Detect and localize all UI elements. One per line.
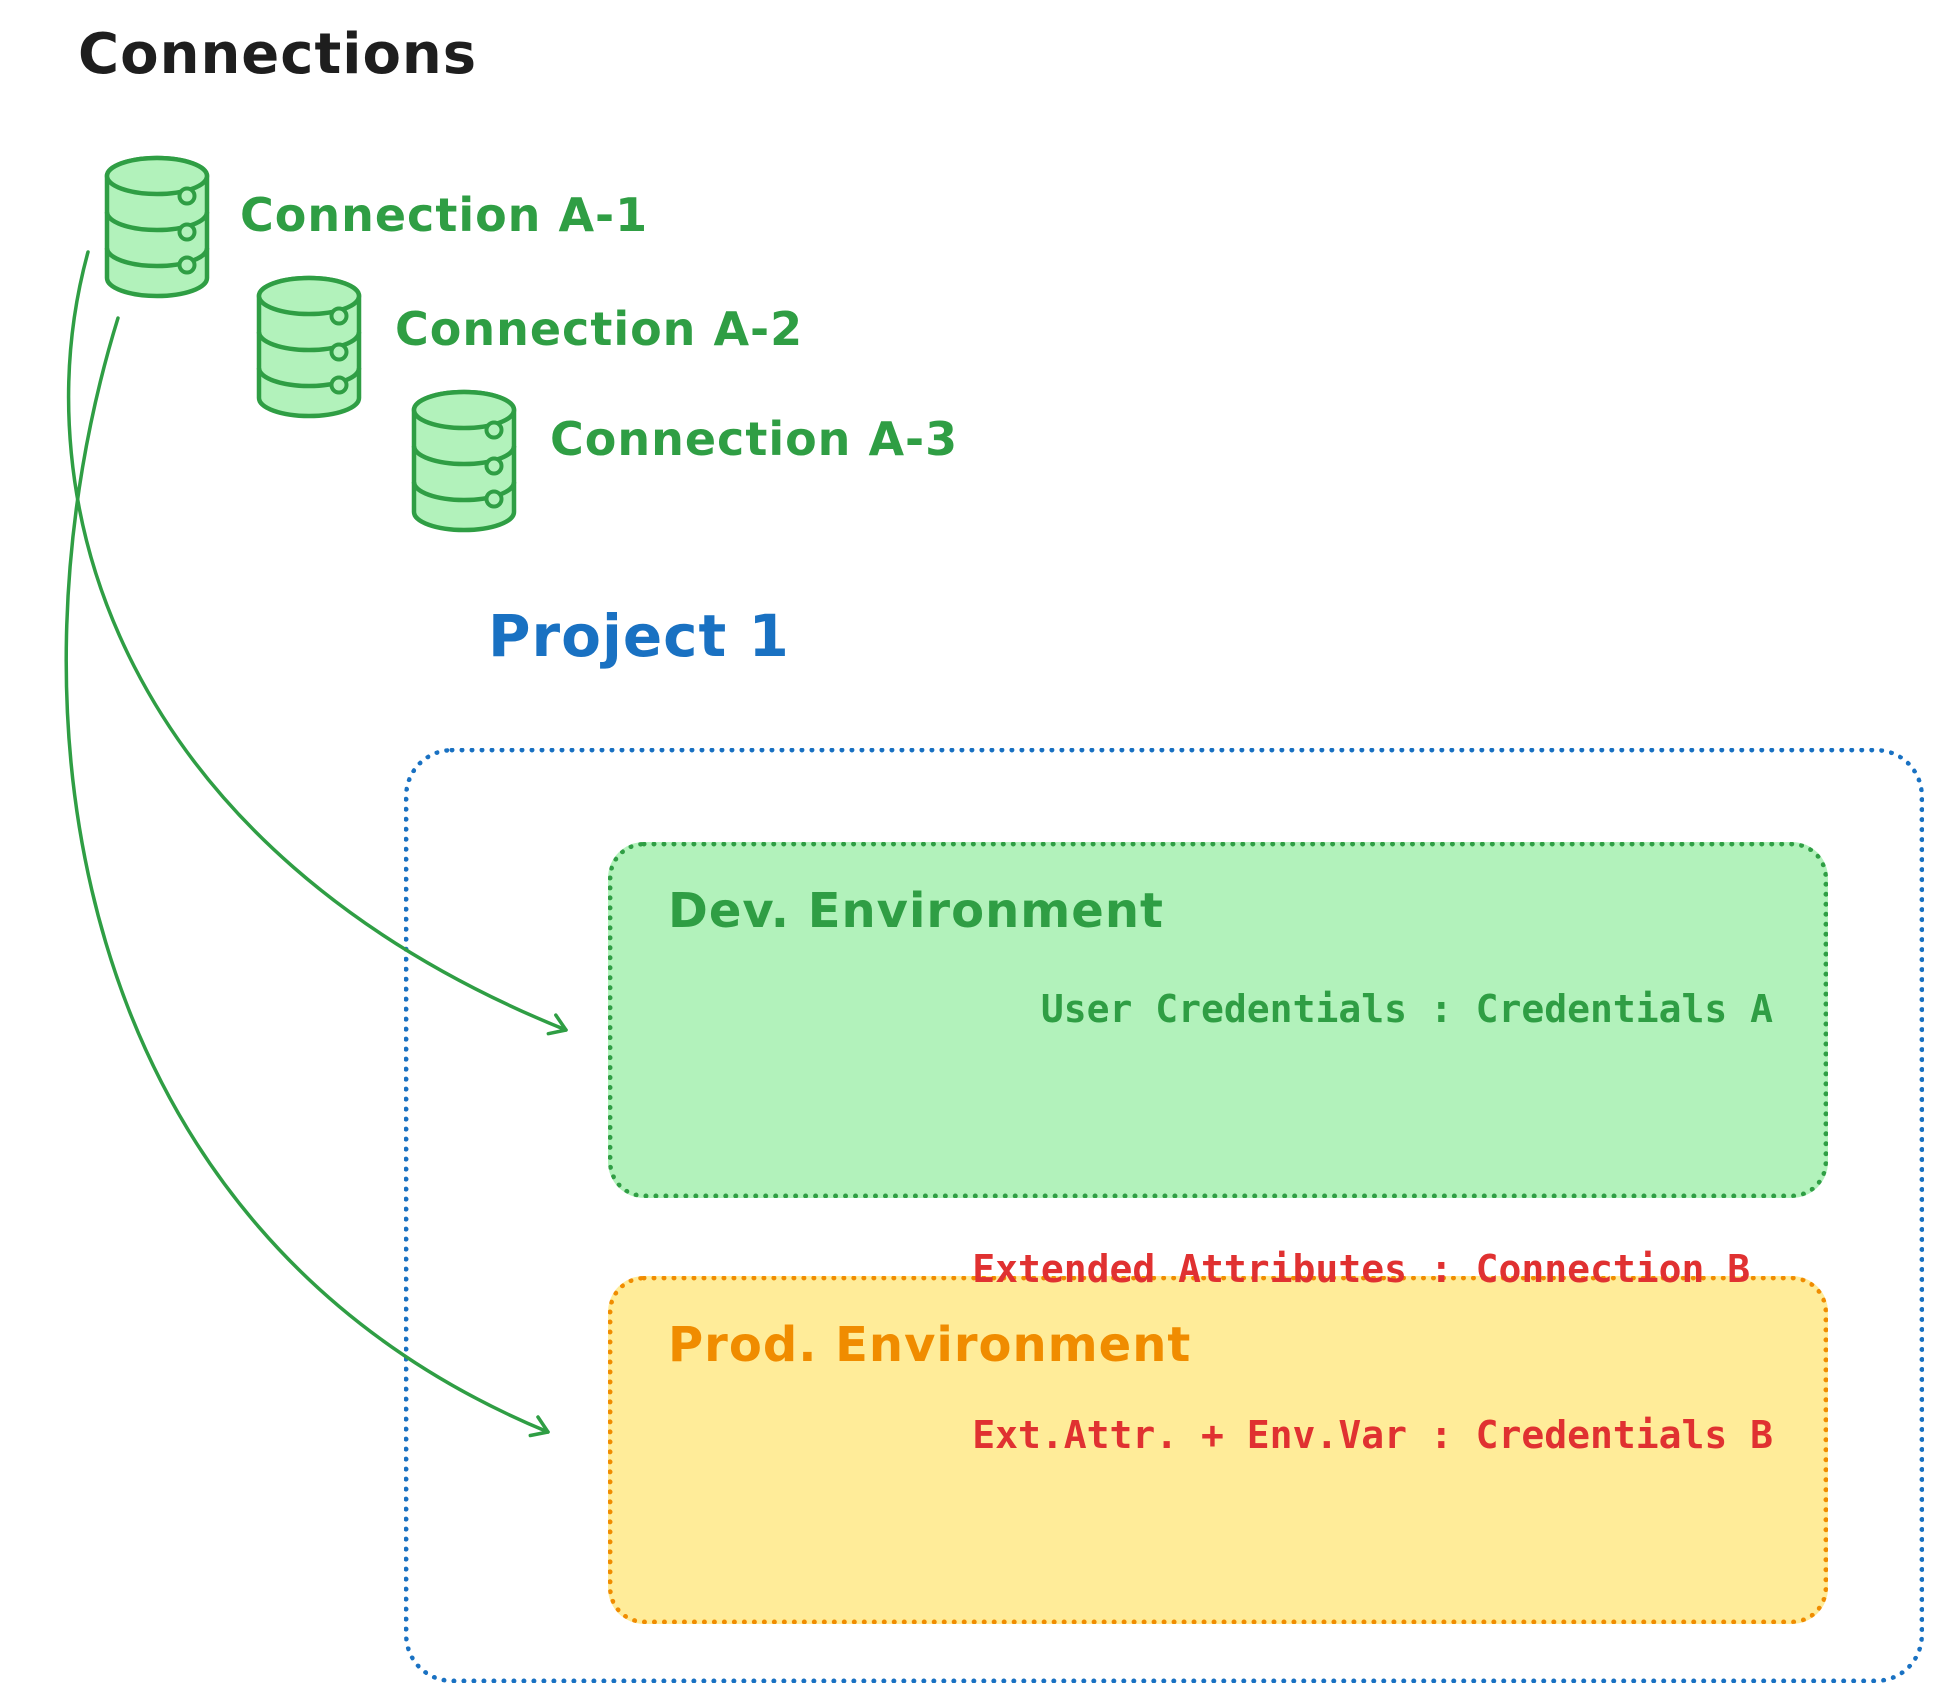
connection-a1-label: Connection A-1: [240, 188, 649, 242]
connection-a3-label: Connection A-3: [550, 412, 959, 466]
prod-environment-title: Prod. Environment: [668, 1317, 1192, 1373]
database-icon: [408, 386, 520, 536]
env-credential-line: Ext.Attr. + Env.Var : Credentials B: [972, 1412, 1773, 1457]
dev-environment-credentials: User Credentials : Credentials A: [1041, 872, 1773, 1147]
prod-environment-box: Prod. Environment Extended Attributes : …: [608, 1247, 1828, 1624]
connection-a2-label: Connection A-2: [395, 302, 804, 356]
project-title: Project 1: [488, 602, 790, 670]
database-icon: [253, 272, 365, 422]
env-credential-line: User Credentials : Credentials A: [1040, 986, 1773, 1031]
prod-environment-credentials: Extended Attributes : Connection B Ext.A…: [972, 1132, 1773, 1573]
dev-environment-title: Dev. Environment: [668, 883, 1164, 939]
dev-environment-box: Dev. Environment User Credentials : Cred…: [608, 842, 1828, 1198]
connections-title: Connections: [78, 22, 478, 87]
env-credential-line: Extended Attributes : Connection B: [972, 1247, 1751, 1292]
database-icon: [101, 152, 213, 302]
